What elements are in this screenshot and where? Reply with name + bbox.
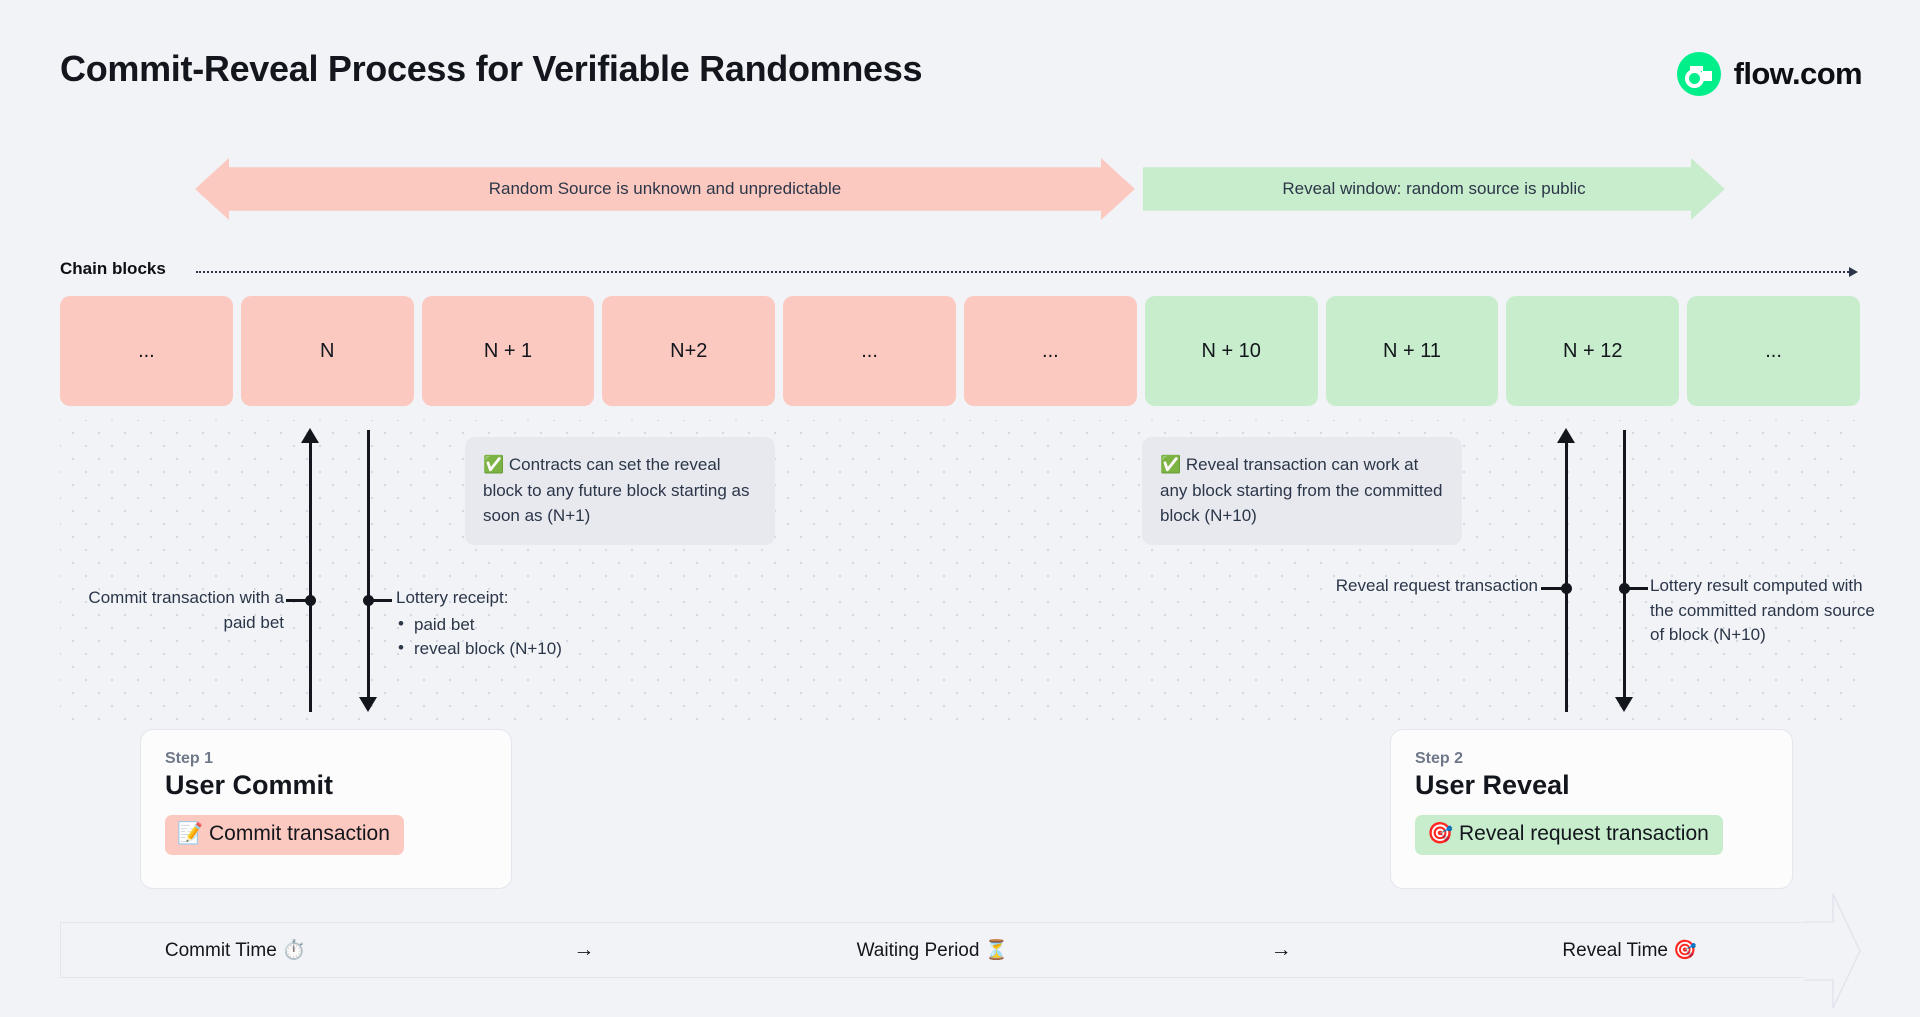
commit-connector-dot xyxy=(305,595,316,606)
timeline-reveal-time: Reveal Time 🎯 xyxy=(1562,940,1697,961)
commit-connector-arrowhead-icon xyxy=(301,428,319,443)
phase-unpredictable-label: Random Source is unknown and unpredictab… xyxy=(488,179,842,198)
annotation-lottery-result: Lottery result computed with the committ… xyxy=(1650,574,1882,648)
callout-contracts-reveal-block: ✅ Contracts can set the reveal block to … xyxy=(465,437,775,545)
annotation-reveal-request-text: Reveal request transaction xyxy=(1335,576,1538,595)
timeline-waiting-period: Waiting Period ⏳ xyxy=(856,940,1009,961)
annotation-lottery-receipt-list: paid bet reveal block (N+10) xyxy=(396,612,676,662)
phase-unpredictable: Random Source is unknown and unpredictab… xyxy=(195,158,1135,220)
chain-block: ... xyxy=(1687,296,1860,406)
chain-block: ... xyxy=(60,296,233,406)
chain-timeline-arrow-icon xyxy=(196,267,1858,277)
check-icon: ✅ xyxy=(483,455,505,474)
chain-block: N + 10 xyxy=(1144,296,1318,406)
reveal-request-connector-dot xyxy=(1561,583,1572,594)
step-label: Step 2 xyxy=(1415,750,1464,767)
reveal-request-transaction-chip-label: Reveal request transaction xyxy=(1459,822,1709,845)
reveal-request-connector-stub xyxy=(1541,587,1565,590)
chain-block: N + 12 xyxy=(1506,296,1680,406)
flow-brand-logo: flow.com xyxy=(1676,52,1863,96)
list-item: reveal block (N+10) xyxy=(396,636,676,662)
callout-reveal-transaction-window-text: Reveal transaction can work at any block… xyxy=(1160,455,1443,525)
bottom-timeline-bar: Commit Time ⏱️ → Waiting Period ⏳ → Reve… xyxy=(60,922,1805,978)
commit-transaction-chip[interactable]: 📝 Commit transaction xyxy=(165,815,404,855)
annotation-commit-transaction-text: Commit transaction with a paid bet xyxy=(88,588,284,632)
chain-block: ... xyxy=(963,296,1137,406)
annotation-lottery-result-text: Lottery result computed with the committ… xyxy=(1650,576,1875,645)
reveal-request-transaction-chip[interactable]: 🎯 Reveal request transaction xyxy=(1415,815,1723,855)
phase-arrow-row: Random Source is unknown and unpredictab… xyxy=(195,158,1725,220)
check-icon: ✅ xyxy=(1160,455,1182,474)
target-icon: 🎯 xyxy=(1427,822,1454,845)
timeline-tip-arrow-icon xyxy=(1804,893,1861,1009)
commit-connector-line xyxy=(309,442,312,712)
step-title: User Reveal xyxy=(1415,770,1570,800)
flow-logo-icon xyxy=(1676,52,1721,96)
dotted-background xyxy=(60,420,1860,725)
step-card-user-reveal[interactable]: Step 2 User Reveal 🎯 Reveal request tran… xyxy=(1390,729,1793,889)
reveal-request-connector-arrowhead-icon xyxy=(1557,428,1575,443)
commit-connector-stub xyxy=(286,599,310,602)
timeline-arrow-1-icon: → xyxy=(573,938,595,961)
chain-block: N + 11 xyxy=(1325,296,1499,406)
commit-transaction-chip-label: Commit transaction xyxy=(209,822,390,845)
list-item: paid bet xyxy=(396,612,676,638)
chain-blocks-row: ... N N + 1 N+2 ... ... N + 10 N + 11 N … xyxy=(60,296,1860,406)
reveal-request-connector-line xyxy=(1565,442,1568,712)
timeline-commit-time: Commit Time ⏱️ xyxy=(164,940,306,961)
phase-reveal-window: Reveal window: random source is public xyxy=(1143,158,1725,220)
callout-contracts-reveal-block-text: Contracts can set the reveal block to an… xyxy=(483,455,750,525)
annotation-reveal-request: Reveal request transaction xyxy=(1330,574,1538,599)
annotation-commit-transaction: Commit transaction with a paid bet xyxy=(76,586,284,635)
chain-block: N + 1 xyxy=(421,296,595,406)
brand-name: flow.com xyxy=(1733,56,1863,91)
chain-block: ... xyxy=(783,296,956,406)
receipt-connector-arrowhead-icon xyxy=(359,697,377,712)
step-title: User Commit xyxy=(165,770,334,800)
timeline-arrow-2-icon: → xyxy=(1270,938,1292,961)
lottery-result-connector-stub xyxy=(1624,587,1648,590)
step-card-user-commit[interactable]: Step 1 User Commit 📝 Commit transaction xyxy=(140,729,512,889)
receipt-connector-stub xyxy=(368,599,392,602)
annotation-lottery-receipt-title: Lottery receipt: xyxy=(396,588,509,607)
annotation-lottery-receipt: Lottery receipt: paid bet reveal block (… xyxy=(396,586,676,662)
step-label: Step 1 xyxy=(165,750,214,767)
phase-reveal-window-label: Reveal window: random source is public xyxy=(1282,179,1586,198)
memo-icon: 📝 xyxy=(177,822,204,845)
lottery-result-connector-line xyxy=(1623,430,1626,698)
receipt-connector-line xyxy=(367,430,370,698)
page-title: Commit-Reveal Process for Verifiable Ran… xyxy=(60,48,923,89)
lottery-result-connector-arrowhead-icon xyxy=(1615,697,1633,712)
chain-block: N xyxy=(240,296,414,406)
callout-reveal-transaction-window: ✅ Reveal transaction can work at any blo… xyxy=(1142,437,1462,545)
chain-block: N+2 xyxy=(602,296,776,406)
chain-blocks-label: Chain blocks xyxy=(60,259,166,278)
